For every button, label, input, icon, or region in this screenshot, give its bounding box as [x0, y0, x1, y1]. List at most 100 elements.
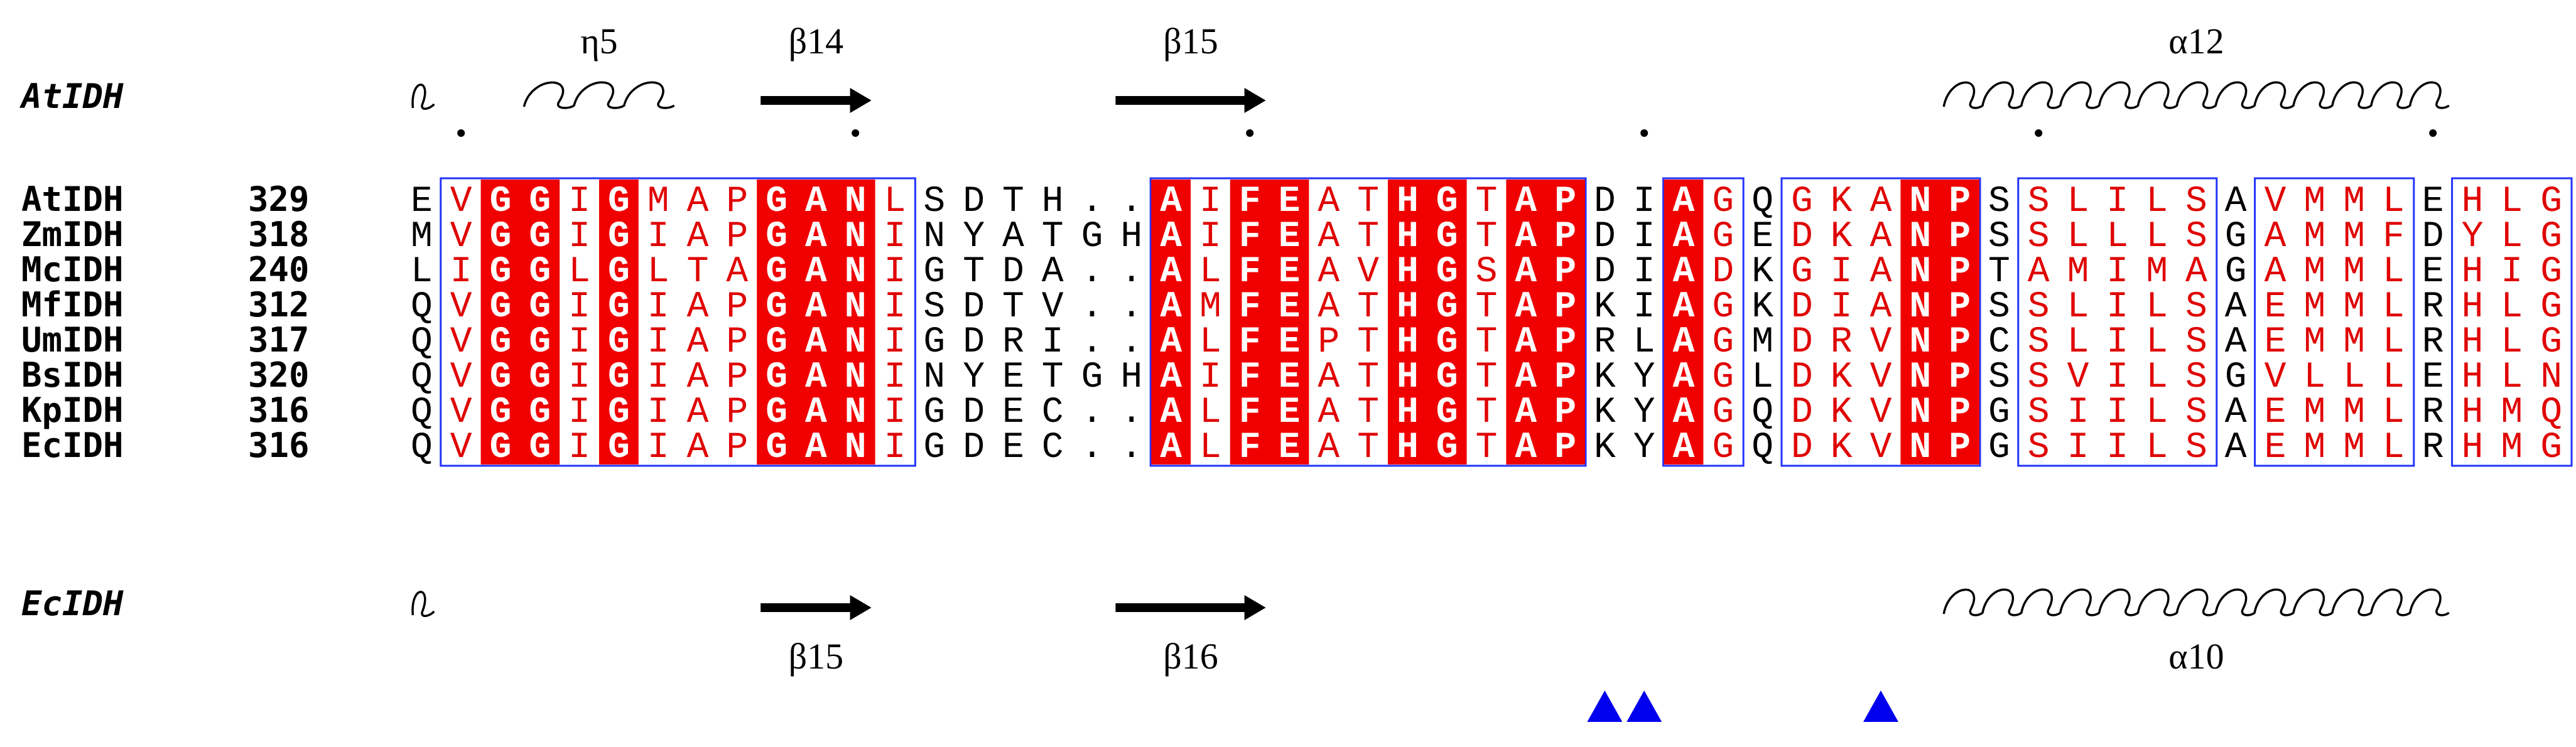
residue: V: [1870, 322, 1892, 363]
residue: K: [1594, 392, 1616, 433]
residue: G: [529, 357, 551, 398]
residue: L: [1199, 322, 1221, 363]
residue: F: [1239, 252, 1261, 293]
residue: P: [1949, 392, 1971, 433]
residue: L: [2501, 287, 2523, 328]
residue: T: [1357, 287, 1379, 328]
residue: P: [1949, 252, 1971, 293]
residue: G: [923, 322, 945, 363]
residue: T: [1002, 181, 1024, 222]
residue: G: [1436, 427, 1458, 468]
residue: S: [2028, 181, 2050, 222]
coil-symbol: [411, 591, 435, 617]
residue: A: [2225, 322, 2247, 363]
residue: T: [963, 252, 985, 293]
residue: P: [1554, 357, 1576, 398]
residue: I: [2106, 181, 2128, 222]
residue: L: [2146, 181, 2168, 222]
residue: L: [2383, 322, 2405, 363]
residue: G: [490, 181, 512, 222]
residue: E: [1279, 427, 1301, 468]
beta-strand-arrow: [760, 88, 872, 113]
residue: T: [1357, 427, 1379, 468]
identical-column-block: [1900, 180, 1979, 465]
residue: M: [2146, 252, 2168, 293]
residue: F: [1239, 427, 1261, 468]
residue: N: [845, 322, 867, 363]
residue: L: [2146, 392, 2168, 433]
residue: K: [1831, 181, 1853, 222]
residue: A: [1515, 217, 1537, 257]
position-dot: [852, 129, 860, 137]
residue: D: [1594, 217, 1616, 257]
structure-element-label: α10: [2168, 636, 2224, 677]
structure-element-label: α12: [2168, 21, 2224, 62]
residue: S: [2028, 322, 2050, 363]
sequence-start-number: 320: [248, 355, 310, 395]
residue: T: [1476, 287, 1498, 328]
residue: V: [450, 392, 472, 433]
residue: A: [805, 252, 827, 293]
residue: A: [1160, 392, 1182, 433]
residue: Y: [1633, 392, 1655, 433]
residue: .: [1120, 181, 1142, 222]
residue: H: [2462, 322, 2484, 363]
residue: G: [1712, 357, 1734, 398]
residue: .: [1081, 181, 1103, 222]
residue: M: [2303, 322, 2325, 363]
residue: A: [687, 392, 709, 433]
residue: A: [1870, 252, 1892, 293]
conservation-box: [2451, 177, 2573, 467]
residue: G: [766, 357, 787, 398]
residue: G: [490, 217, 512, 257]
residue: D: [2422, 217, 2444, 257]
residue: A: [1160, 322, 1182, 363]
residue: G: [2225, 357, 2247, 398]
residue: L: [2067, 181, 2089, 222]
sequence-name: UmIDH: [21, 320, 124, 360]
residue: A: [805, 427, 827, 468]
residue: A: [1515, 427, 1537, 468]
residue: T: [1476, 322, 1498, 363]
residue: L: [2343, 357, 2365, 398]
residue: N: [1909, 357, 1931, 398]
residue: E: [1279, 322, 1301, 363]
residue: M: [2343, 217, 2365, 257]
residue: V: [450, 322, 472, 363]
residue: N: [1909, 287, 1931, 328]
residue: A: [1318, 252, 1339, 293]
residue: A: [805, 322, 827, 363]
residue: G: [490, 357, 512, 398]
residue: D: [1791, 427, 1813, 468]
residue: F: [2383, 217, 2405, 257]
residue: A: [1160, 287, 1182, 328]
residue: P: [1949, 287, 1971, 328]
conservation-box: [2254, 177, 2415, 467]
residue: A: [687, 287, 709, 328]
residue: A: [805, 287, 827, 328]
residue: E: [1279, 252, 1301, 293]
residue: A: [1673, 357, 1695, 398]
residue: T: [1476, 217, 1498, 257]
residue: K: [1594, 357, 1616, 398]
residue: L: [2501, 217, 2523, 257]
residue: N: [1909, 427, 1931, 468]
residue: E: [411, 181, 433, 222]
residue: G: [766, 217, 787, 257]
residue: G: [490, 392, 512, 433]
residue: N: [845, 357, 867, 398]
residue: G: [529, 392, 551, 433]
residue: G: [1712, 322, 1734, 363]
residue: E: [1002, 357, 1024, 398]
residue: A: [726, 252, 748, 293]
residue: A: [1870, 181, 1892, 222]
sequence-name: BsIDH: [21, 355, 124, 395]
residue: P: [1949, 357, 1971, 398]
residue: I: [2106, 252, 2128, 293]
residue: L: [411, 252, 433, 293]
residue: G: [2540, 287, 2562, 328]
residue: K: [1751, 252, 1773, 293]
residue: G: [2225, 252, 2247, 293]
